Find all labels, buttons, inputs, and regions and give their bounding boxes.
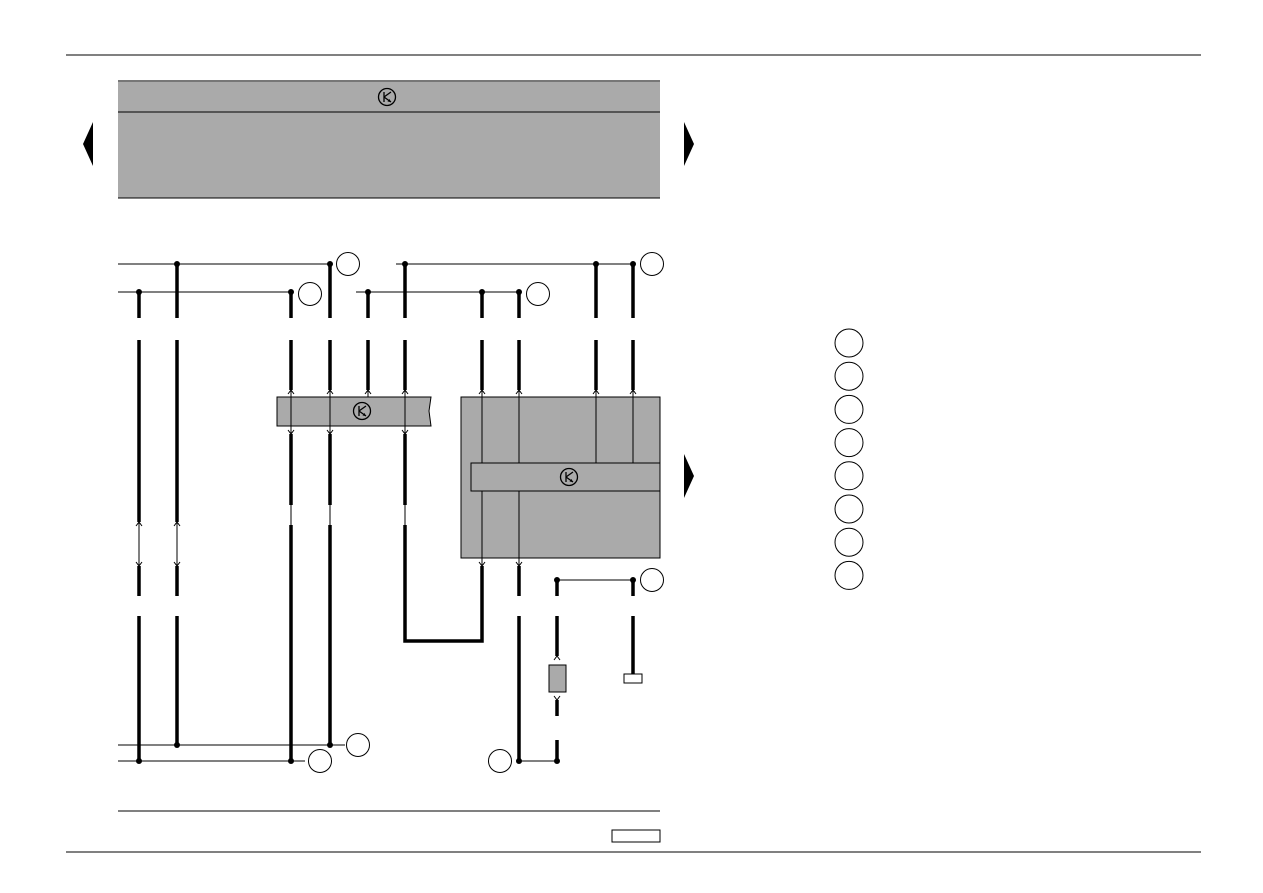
legend-item bbox=[834, 361, 864, 391]
ground-terminal bbox=[623, 673, 643, 684]
transistor-symbol-icon bbox=[559, 467, 579, 487]
reference-marker bbox=[336, 252, 360, 276]
page-number-box bbox=[611, 829, 661, 843]
reference-marker bbox=[640, 568, 664, 592]
fuse bbox=[548, 664, 567, 693]
header-panel bbox=[118, 80, 660, 199]
next-section-triangle-right-icon[interactable] bbox=[684, 454, 694, 498]
legend bbox=[834, 328, 864, 590]
junction-dots bbox=[136, 261, 636, 764]
legend-item bbox=[834, 428, 864, 458]
legend-circle bbox=[834, 461, 864, 491]
triangle-right-icon[interactable] bbox=[684, 122, 694, 166]
reference-marker bbox=[308, 749, 332, 773]
legend-item bbox=[834, 560, 864, 590]
transistor-symbol-icon bbox=[377, 87, 397, 107]
reference-marker bbox=[488, 749, 512, 773]
reference-marker bbox=[640, 252, 664, 276]
reference-marker bbox=[298, 282, 322, 306]
legend-circle bbox=[834, 494, 864, 524]
reference-marker bbox=[526, 282, 550, 306]
legend-item bbox=[834, 394, 864, 424]
transistor-symbol-icon bbox=[352, 401, 372, 421]
wiring bbox=[118, 263, 635, 762]
legend-circle bbox=[834, 361, 864, 391]
legend-circle bbox=[834, 560, 864, 590]
legend-item bbox=[834, 328, 864, 358]
pin-markers bbox=[135, 389, 637, 701]
legend-item bbox=[834, 527, 864, 557]
legend-item bbox=[834, 494, 864, 524]
triangle-left-icon[interactable] bbox=[83, 122, 93, 166]
legend-circle bbox=[834, 328, 864, 358]
module-b bbox=[470, 462, 661, 492]
legend-circle bbox=[834, 527, 864, 557]
legend-item bbox=[834, 461, 864, 491]
reference-markers bbox=[298, 252, 664, 773]
legend-circle bbox=[834, 394, 864, 424]
connector-leads bbox=[138, 390, 634, 566]
legend-circle bbox=[834, 428, 864, 458]
module-a bbox=[276, 396, 432, 427]
reference-marker bbox=[346, 733, 370, 757]
